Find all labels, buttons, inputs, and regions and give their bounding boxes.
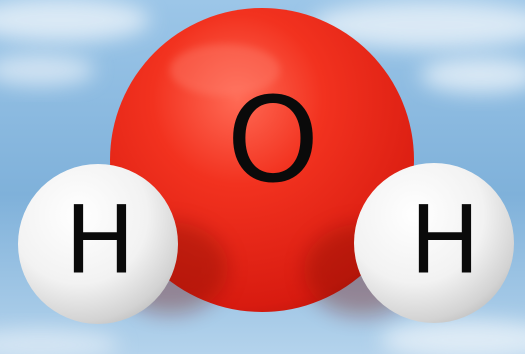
hydrogen-atom-right: H bbox=[354, 163, 514, 323]
oxygen-label: O bbox=[227, 71, 320, 209]
hydrogen-label-right: H bbox=[410, 187, 481, 296]
hydrogen-label-left: H bbox=[65, 187, 136, 296]
hydrogen-atom-left: H bbox=[18, 164, 178, 324]
